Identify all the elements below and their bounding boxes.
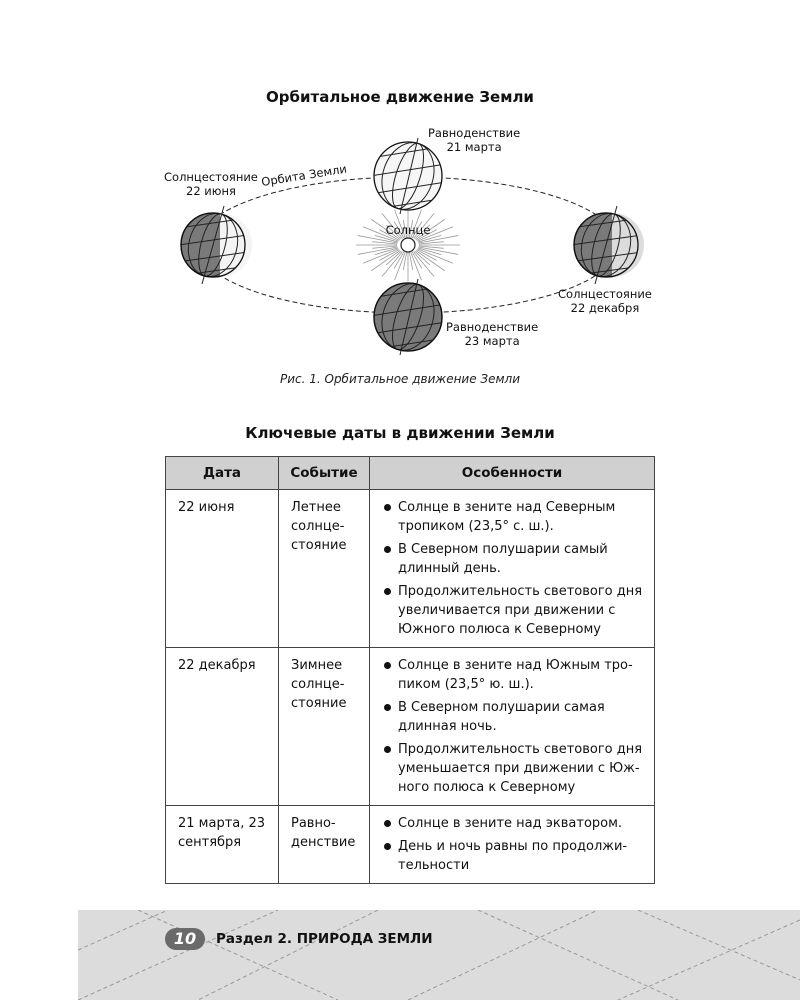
sun-ray xyxy=(362,226,399,242)
cell-event: Летнее солнце-стояние xyxy=(278,489,370,648)
cell-date: 22 июня xyxy=(165,489,279,648)
sun-ray xyxy=(379,249,400,261)
sun-ray xyxy=(357,246,398,255)
feature-item: В Северном полушарии самый длинный день. xyxy=(382,540,646,578)
figure-caption: Рис. 1. Орбитальное движение Земли xyxy=(279,372,521,386)
sun-ray xyxy=(409,252,414,271)
label-solstice-december-22: Солнцестояние 22 декабря xyxy=(558,287,652,315)
sun-ray xyxy=(418,235,459,244)
globe-equinox-march-23 xyxy=(373,278,443,356)
feature-item: Солнце в зените над Южным тро-пиком (23,… xyxy=(382,656,646,694)
sun-label: Солнце xyxy=(385,223,431,237)
sun-ray xyxy=(372,241,398,245)
label-equinox-march-23: Равноденствие 23 марта xyxy=(446,320,539,348)
cell-event: Зимнее солнце-стояние xyxy=(278,647,370,806)
globe-equinox-march-21 xyxy=(373,137,443,215)
cell-features: Солнце в зените над экватором. День и но… xyxy=(369,805,655,884)
sun-ray xyxy=(357,235,398,244)
section-title: Раздел 2. ПРИРОДА ЗЕМЛИ xyxy=(216,931,433,947)
sun-ray xyxy=(394,252,406,281)
cell-date: 22 декабря xyxy=(165,647,279,806)
sun-ray xyxy=(371,250,401,272)
sun-ray xyxy=(410,209,422,238)
sun-ray xyxy=(362,248,399,264)
footer-band xyxy=(78,910,800,1000)
sun-ray xyxy=(372,245,398,249)
sun-ray xyxy=(415,250,445,272)
sun-ray xyxy=(393,251,405,269)
cell-features: Солнце в зените над Южным тро-пиком (23,… xyxy=(369,647,655,806)
feature-item: Продолжительность светового дня увеличив… xyxy=(382,582,646,639)
sun-ray xyxy=(413,251,435,277)
sun-ray xyxy=(414,224,431,240)
feature-item: Продолжительность светового дня уменьшае… xyxy=(382,740,646,797)
sun-ray xyxy=(394,209,406,238)
figure-title: Орбитальное движение Земли xyxy=(266,88,534,106)
sun-ray xyxy=(409,219,414,238)
sun-ray xyxy=(411,221,423,239)
table-header-row: Дата Событие Особенности xyxy=(165,456,655,490)
sun-ray xyxy=(374,247,398,256)
sun-ray xyxy=(402,219,407,238)
feature-item: В Северном полушарии самая длинная ночь. xyxy=(382,698,646,736)
header-event: Событие xyxy=(278,456,370,490)
orbit-diagram-svg: Орбита Земли xyxy=(180,137,644,356)
table-title: Ключевые даты в движении Земли xyxy=(245,424,555,442)
sun-ray xyxy=(418,241,444,245)
footer-pattern xyxy=(78,910,800,1000)
sun-ray xyxy=(418,234,442,243)
page-number-badge: 10 xyxy=(165,928,205,950)
header-features: Особенности xyxy=(369,456,655,490)
key-dates-table: Дата Событие Особенности 22 июня Летнее … xyxy=(165,456,655,884)
sun-icon xyxy=(400,237,416,253)
feature-item: Солнце в зените над экватором. xyxy=(382,814,646,833)
sun-ray xyxy=(381,251,403,277)
sun-ray xyxy=(415,218,445,240)
sun-ray xyxy=(410,252,422,281)
sun-ray xyxy=(411,251,423,269)
sun-ray xyxy=(402,252,407,271)
table-row: 22 июня Летнее солнце-стояние Солнце в з… xyxy=(165,489,655,648)
sun-ray xyxy=(418,246,459,255)
sun-ray xyxy=(418,245,444,249)
sun-ray xyxy=(418,247,442,256)
orbit-diagram: Орбита Земли Солнце Равноденствие 21 мар… xyxy=(150,118,670,363)
cell-features: Солнце в зените над Северным тропиком (2… xyxy=(369,489,655,648)
globe-solstice-december-22 xyxy=(573,205,644,285)
sun-ray xyxy=(393,221,405,239)
table-row: 22 декабря Зимнее солнце-стояние Солнце … xyxy=(165,647,655,806)
sun-ray xyxy=(414,250,431,266)
globe-solstice-june-22 xyxy=(180,205,252,285)
cell-event: Равно-денствие xyxy=(278,805,370,884)
sun-ray xyxy=(371,218,401,240)
sun-ray xyxy=(416,249,437,261)
sun-ray xyxy=(385,224,402,240)
sun-rays xyxy=(356,208,460,282)
cell-date: 21 марта, 23 сентября xyxy=(165,805,279,884)
sun-ray xyxy=(385,250,402,266)
sun-ray xyxy=(416,229,437,241)
label-equinox-march-21: Равноденствие 21 марта xyxy=(428,126,521,154)
feature-item: Солнце в зените над Северным тропиком (2… xyxy=(382,498,646,536)
sun-ray xyxy=(417,248,454,264)
sun-ray xyxy=(379,229,400,241)
sun-ray xyxy=(374,234,398,243)
sun-ray xyxy=(413,213,435,239)
sun-ray xyxy=(381,213,403,239)
label-solstice-june-22: Солнцестояние 22 июня xyxy=(164,170,258,198)
table-row: 21 марта, 23 сентября Равно-денствие Сол… xyxy=(165,805,655,884)
feature-item: День и ночь равны по продолжи-тельности xyxy=(382,837,646,875)
orbit-label: Орбита Земли xyxy=(260,162,347,189)
header-date: Дата xyxy=(165,456,279,490)
sun-ray xyxy=(417,226,454,242)
